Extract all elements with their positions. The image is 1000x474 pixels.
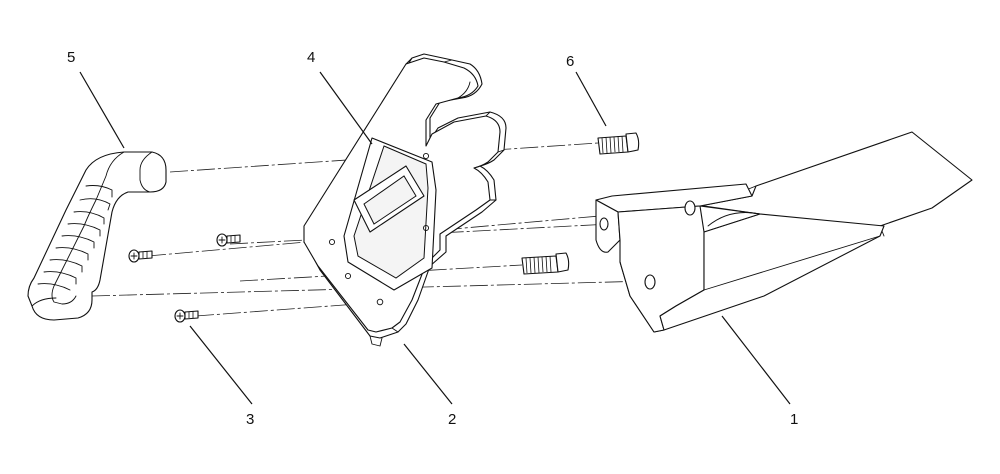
chute-hole-upper <box>684 200 696 216</box>
leader-2 <box>403 343 453 405</box>
plate-hole-mid-right <box>422 224 430 232</box>
part-1-chute <box>595 131 973 333</box>
part-3-screw-middle <box>216 233 241 247</box>
plate-hole-upper-right <box>422 152 430 160</box>
plate-hole-lower-left <box>344 272 352 280</box>
leader-5 <box>79 71 125 149</box>
chute-hole-lower <box>644 274 656 290</box>
callout-3: 3 <box>246 411 254 428</box>
plate-hole-bottom <box>376 298 384 306</box>
leader-1 <box>721 315 791 405</box>
callout-5: 5 <box>67 49 75 66</box>
leader-lines <box>79 71 791 405</box>
plate-hole-mid-left <box>328 238 336 246</box>
part-5-handle <box>27 151 167 321</box>
leader-6 <box>575 71 607 127</box>
callout-6: 6 <box>566 53 574 70</box>
centerline-upper-bolt <box>169 142 599 173</box>
part-6-bolt-upper <box>597 132 640 155</box>
callout-1: 1 <box>790 411 798 428</box>
part-3-screw-bottom <box>174 309 199 323</box>
part-4-mounting-plate <box>303 53 507 347</box>
leader-4 <box>319 71 373 145</box>
callout-2: 2 <box>448 411 456 428</box>
chute-hole-bracket <box>599 217 609 231</box>
part-6-bolt-lower <box>521 252 570 275</box>
leader-3 <box>189 325 253 405</box>
part-3-screw-left <box>128 249 153 263</box>
callout-4: 4 <box>307 49 315 66</box>
